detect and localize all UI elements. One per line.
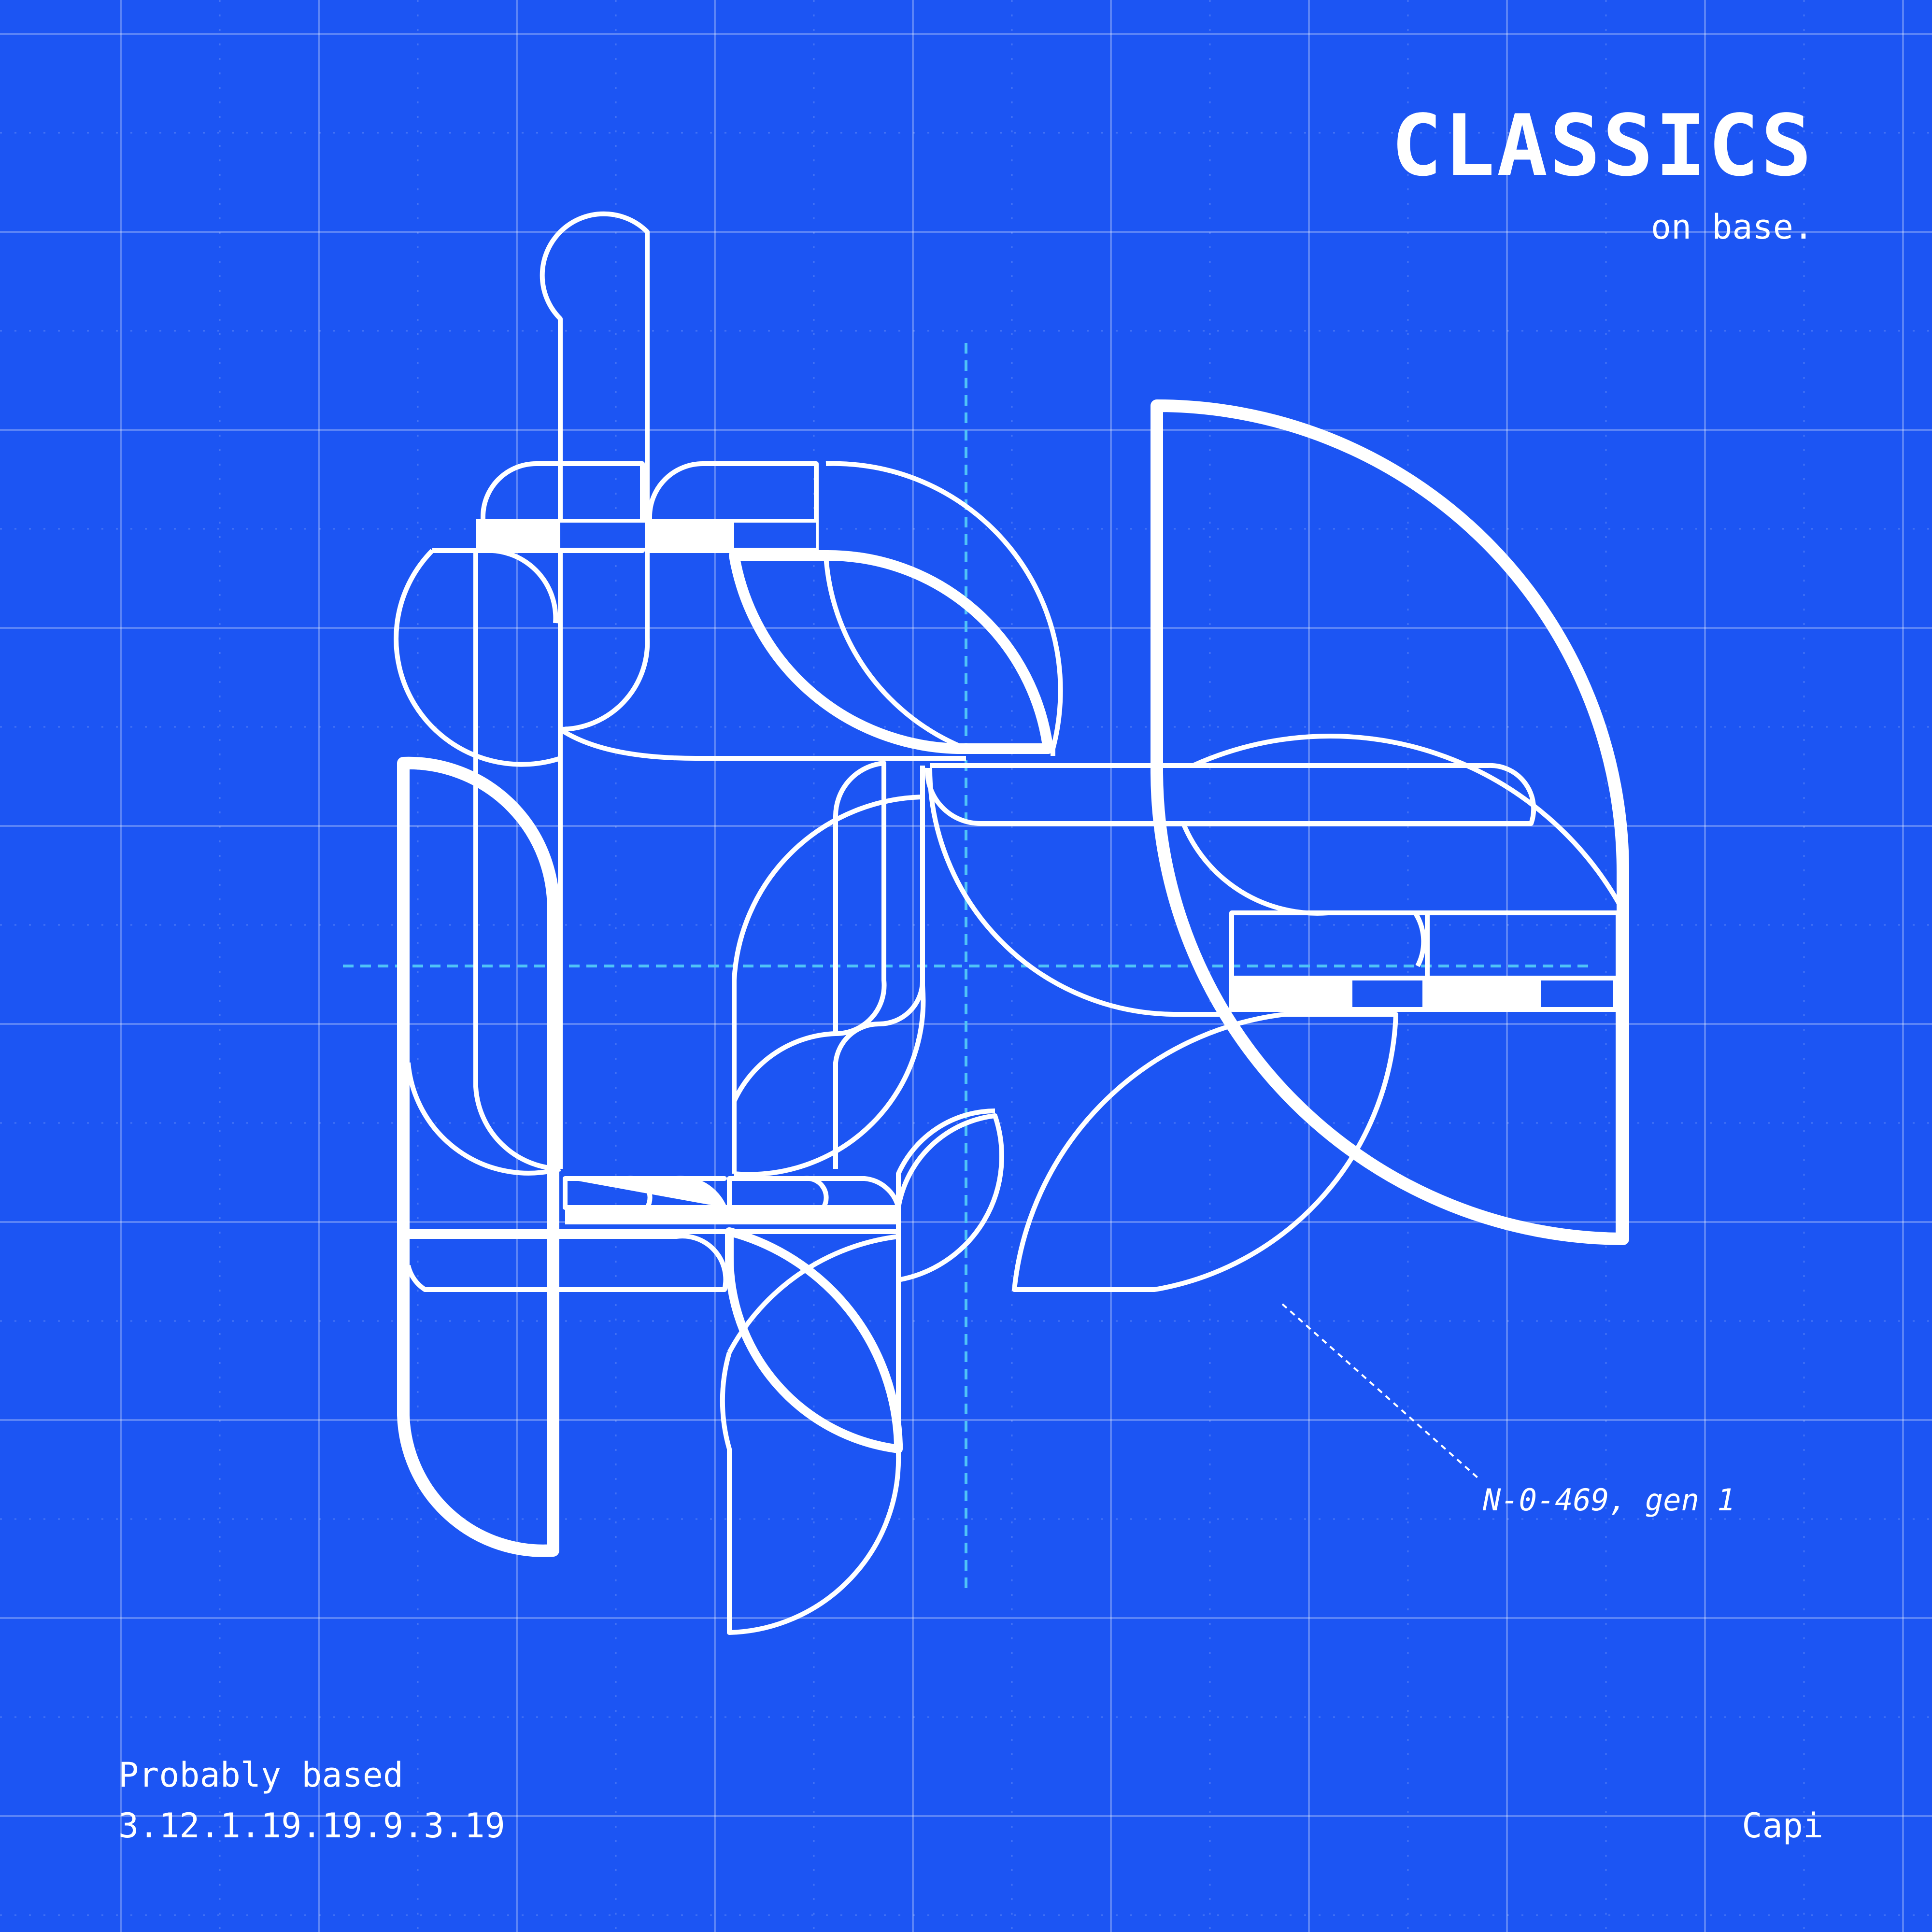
lower-band-2 — [727, 1176, 829, 1210]
upper-arc-stack — [825, 461, 1063, 756]
page-title: CLASSICS — [1391, 97, 1814, 195]
left-pillar — [397, 756, 560, 1557]
middle-capsule — [924, 763, 1536, 826]
top-band-gap-2 — [734, 523, 816, 548]
top-left-pillar — [540, 211, 650, 732]
annotation-leader — [1281, 1303, 1479, 1479]
lower-half-disc — [1012, 1012, 1398, 1292]
right-band-gap-2 — [1541, 980, 1613, 1007]
right-band-gap-1 — [1352, 980, 1422, 1007]
top-band-gap-1 — [560, 523, 645, 548]
small-leaf — [896, 1113, 1004, 1282]
footer-author: Capi — [1742, 1806, 1823, 1846]
bottom-half-disc — [720, 1232, 901, 1635]
center-capsule — [833, 761, 887, 1037]
top-capsule-left — [481, 461, 645, 553]
page-subtitle: on base. — [1650, 207, 1814, 247]
top-capsule-right — [647, 461, 819, 553]
lower-capsule — [406, 1234, 728, 1292]
right-column — [1420, 1007, 1620, 1239]
footer-line-2: 3.12.1.19.19.9.3.19 — [118, 1806, 505, 1846]
top-left-half-disc — [394, 548, 563, 767]
center-stack — [732, 795, 926, 1177]
annotation-label: N-0-469, gen 1 — [1483, 1482, 1735, 1518]
large-quarter-circle — [1151, 399, 1629, 1245]
geometric-figure — [394, 211, 1629, 1635]
footer-line-1: Probably based — [118, 1755, 404, 1795]
upper-arc-thick — [729, 550, 1053, 754]
